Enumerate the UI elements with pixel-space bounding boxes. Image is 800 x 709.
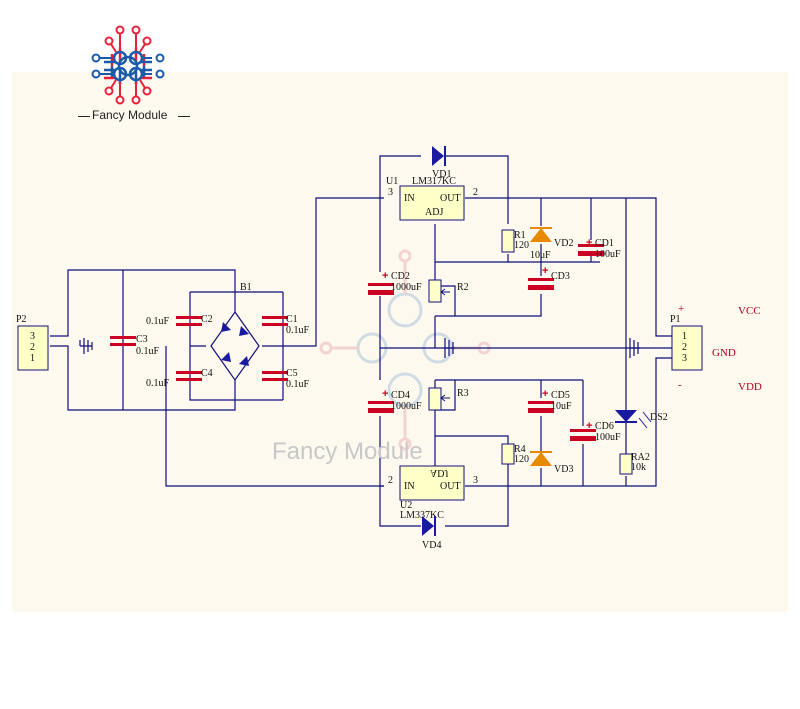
zener-vd3 bbox=[530, 451, 552, 466]
vd4-ref: VD4 bbox=[422, 540, 441, 551]
c1-ref: C1 bbox=[286, 314, 298, 325]
svg-text:+: + bbox=[542, 388, 548, 400]
u1-adj: ADJ bbox=[425, 207, 443, 218]
u2-part: LM337KC bbox=[400, 510, 444, 521]
connector-p1 bbox=[671, 325, 703, 371]
potentiometer-r3 bbox=[428, 387, 450, 411]
regulator-u1 bbox=[399, 185, 465, 221]
brand-dash-left bbox=[78, 116, 90, 117]
label-vcc: VCC bbox=[738, 305, 761, 317]
brand-dash-right bbox=[178, 116, 190, 117]
r4-value: 120 bbox=[514, 454, 529, 465]
c2-value: 0.1uF bbox=[146, 316, 170, 327]
p2-ref: P2 bbox=[16, 314, 27, 325]
svg-text:+: + bbox=[586, 420, 592, 432]
led-ds2 bbox=[615, 410, 652, 429]
u1-pin-out: 2 bbox=[473, 187, 478, 198]
logo-icon bbox=[91, 25, 165, 105]
vd1-ref: VD1 bbox=[432, 169, 451, 180]
cd5-value: 10uF bbox=[551, 401, 572, 412]
label-vdd: VDD bbox=[738, 381, 762, 393]
u1-in: IN bbox=[404, 193, 415, 204]
c5-value: 0.1uF bbox=[286, 379, 310, 390]
potentiometer-r2 bbox=[428, 279, 450, 303]
ground-symbols bbox=[79, 338, 640, 358]
p2-pin-3: 3 bbox=[30, 331, 35, 342]
u2-adj: ADJ bbox=[430, 467, 448, 478]
plus-markers: + + + + + + bbox=[382, 237, 592, 432]
vd2-cap-value: 10uF bbox=[530, 250, 551, 261]
wires bbox=[50, 155, 672, 527]
p1-pin-3: 3 bbox=[682, 353, 687, 364]
electrolytic-plates bbox=[368, 244, 604, 441]
b1-ref: B1 bbox=[240, 282, 252, 293]
svg-text:+: + bbox=[586, 237, 592, 249]
c5-ref: C5 bbox=[286, 368, 298, 379]
brand-name: Fancy Module bbox=[92, 108, 168, 122]
label-plus: + bbox=[678, 303, 684, 315]
resistor-r4 bbox=[501, 443, 515, 465]
c4-value: 0.1uF bbox=[146, 378, 170, 389]
cd1-ref: CD1 bbox=[595, 238, 614, 249]
r3-ref: R3 bbox=[457, 388, 469, 399]
u1-ref: U1 bbox=[386, 176, 398, 187]
diode-vd4 bbox=[422, 516, 436, 536]
u1-out: OUT bbox=[440, 193, 461, 204]
p2-pin-1: 1 bbox=[30, 353, 35, 364]
u2-pin-in: 2 bbox=[388, 475, 393, 486]
r1-value: 120 bbox=[514, 240, 529, 251]
u1-part: LM317KC bbox=[412, 176, 456, 187]
r1-ref: R1 bbox=[514, 230, 526, 241]
cd4-value: 1000uF bbox=[391, 401, 422, 412]
cd2-value: 1000uF bbox=[391, 282, 422, 293]
p1-pin-2: 2 bbox=[682, 342, 687, 353]
u1-pin-in: 3 bbox=[388, 187, 393, 198]
resistor-ra2 bbox=[619, 453, 633, 475]
label-gnd: GND bbox=[712, 347, 736, 359]
vd2-ref: VD2 bbox=[554, 238, 573, 249]
diode-vd1 bbox=[432, 146, 446, 166]
svg-text:+: + bbox=[382, 270, 388, 282]
resistor-r1 bbox=[501, 229, 515, 253]
cd6-ref: CD6 bbox=[595, 421, 614, 432]
brand-logo: Fancy Module bbox=[0, 0, 300, 130]
p1-pin-1: 1 bbox=[682, 331, 687, 342]
cd2-ref: CD2 bbox=[391, 271, 410, 282]
r4-ref: R4 bbox=[514, 444, 526, 455]
ra2-ref: RA2 bbox=[631, 452, 650, 463]
label-minus: - bbox=[678, 379, 682, 391]
cd6-value: 100uF bbox=[595, 432, 621, 443]
cd1-value: 100uF bbox=[595, 249, 621, 260]
regulator-u2 bbox=[399, 465, 465, 501]
c4-ref: C4 bbox=[201, 368, 213, 379]
zener-vd2 bbox=[530, 227, 552, 242]
watermark-text: Fancy Module bbox=[272, 438, 423, 465]
svg-text:+: + bbox=[542, 265, 548, 277]
c3-ref: C3 bbox=[136, 334, 148, 345]
r2-ref: R2 bbox=[457, 282, 469, 293]
u2-ref: U2 bbox=[400, 500, 412, 511]
c2-ref: C2 bbox=[201, 314, 213, 325]
ds2-ref: DS2 bbox=[650, 412, 668, 423]
cd5-ref: CD5 bbox=[551, 390, 570, 401]
u2-pin-out: 3 bbox=[473, 475, 478, 486]
vd3-ref: VD3 bbox=[554, 464, 573, 475]
p1-ref: P1 bbox=[670, 314, 681, 325]
cd4-ref: CD4 bbox=[391, 390, 410, 401]
schematic-board bbox=[12, 72, 788, 612]
bridge-rectifier-b1 bbox=[210, 292, 260, 400]
u2-in: IN bbox=[404, 481, 415, 492]
connector-p2 bbox=[17, 325, 49, 371]
svg-text:+: + bbox=[382, 388, 388, 400]
p2-pin-2: 2 bbox=[30, 342, 35, 353]
capacitor-plates bbox=[110, 316, 288, 381]
u2-out: OUT bbox=[440, 481, 461, 492]
c1-value: 0.1uF bbox=[286, 325, 310, 336]
c3-value: 0.1uF bbox=[136, 346, 160, 357]
cd3-ref: CD3 bbox=[551, 271, 570, 282]
ra2-value: 10k bbox=[631, 462, 646, 473]
